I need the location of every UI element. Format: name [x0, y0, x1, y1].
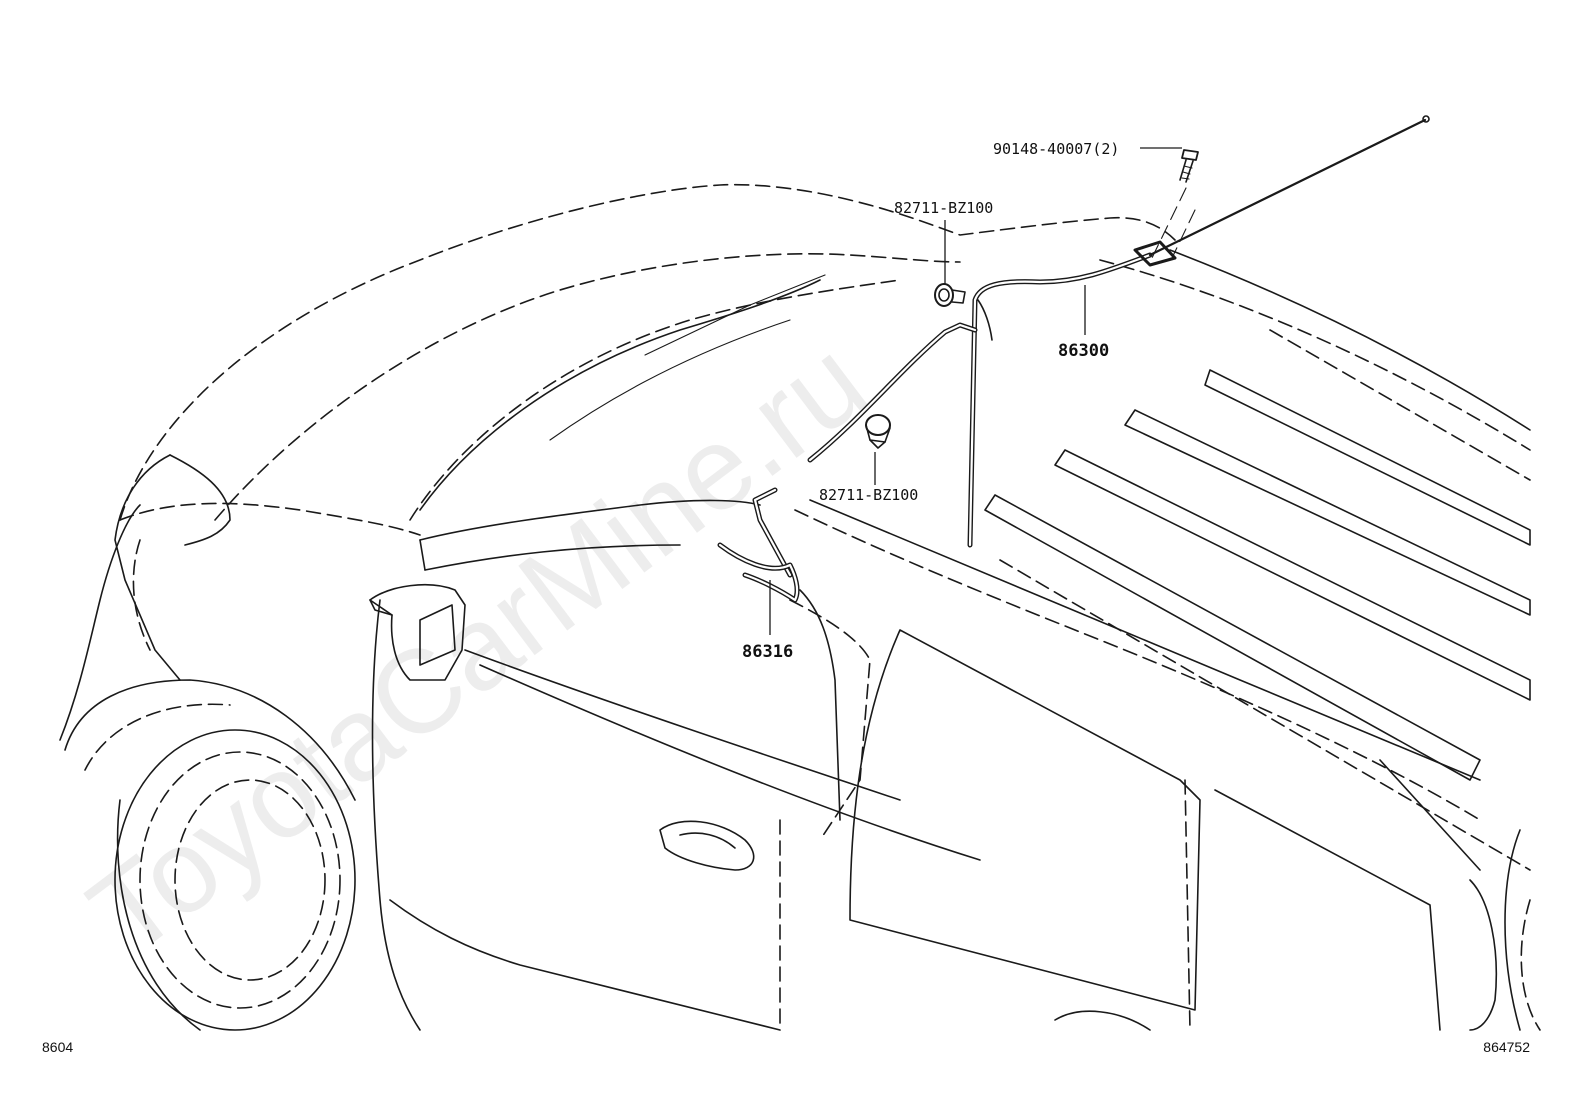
clip-lower[interactable]: [865, 414, 891, 449]
leader-lines: [769, 147, 1182, 635]
clip-upper[interactable]: [934, 283, 966, 307]
screw-icon[interactable]: [1149, 149, 1199, 263]
footer-left-code: 8604: [42, 1039, 73, 1055]
part-label-clip-lower[interactable]: 82711-BZ100: [819, 486, 918, 504]
part-label-clip-upper[interactable]: 82711-BZ100: [894, 199, 993, 217]
car-body-outline: [59, 183, 1541, 1031]
footer-right-code: 864752: [1483, 1039, 1530, 1055]
antenna-cord-86300[interactable]: [807, 115, 1430, 548]
part-label-screw[interactable]: 90148-40007(2): [993, 140, 1119, 158]
antenna-sub-harness-86316[interactable]: [717, 487, 800, 603]
part-label-antenna-sub[interactable]: 86316: [742, 642, 793, 662]
roof-rails: [984, 249, 1531, 871]
part-label-antenna-cord[interactable]: 86300: [1058, 341, 1109, 361]
